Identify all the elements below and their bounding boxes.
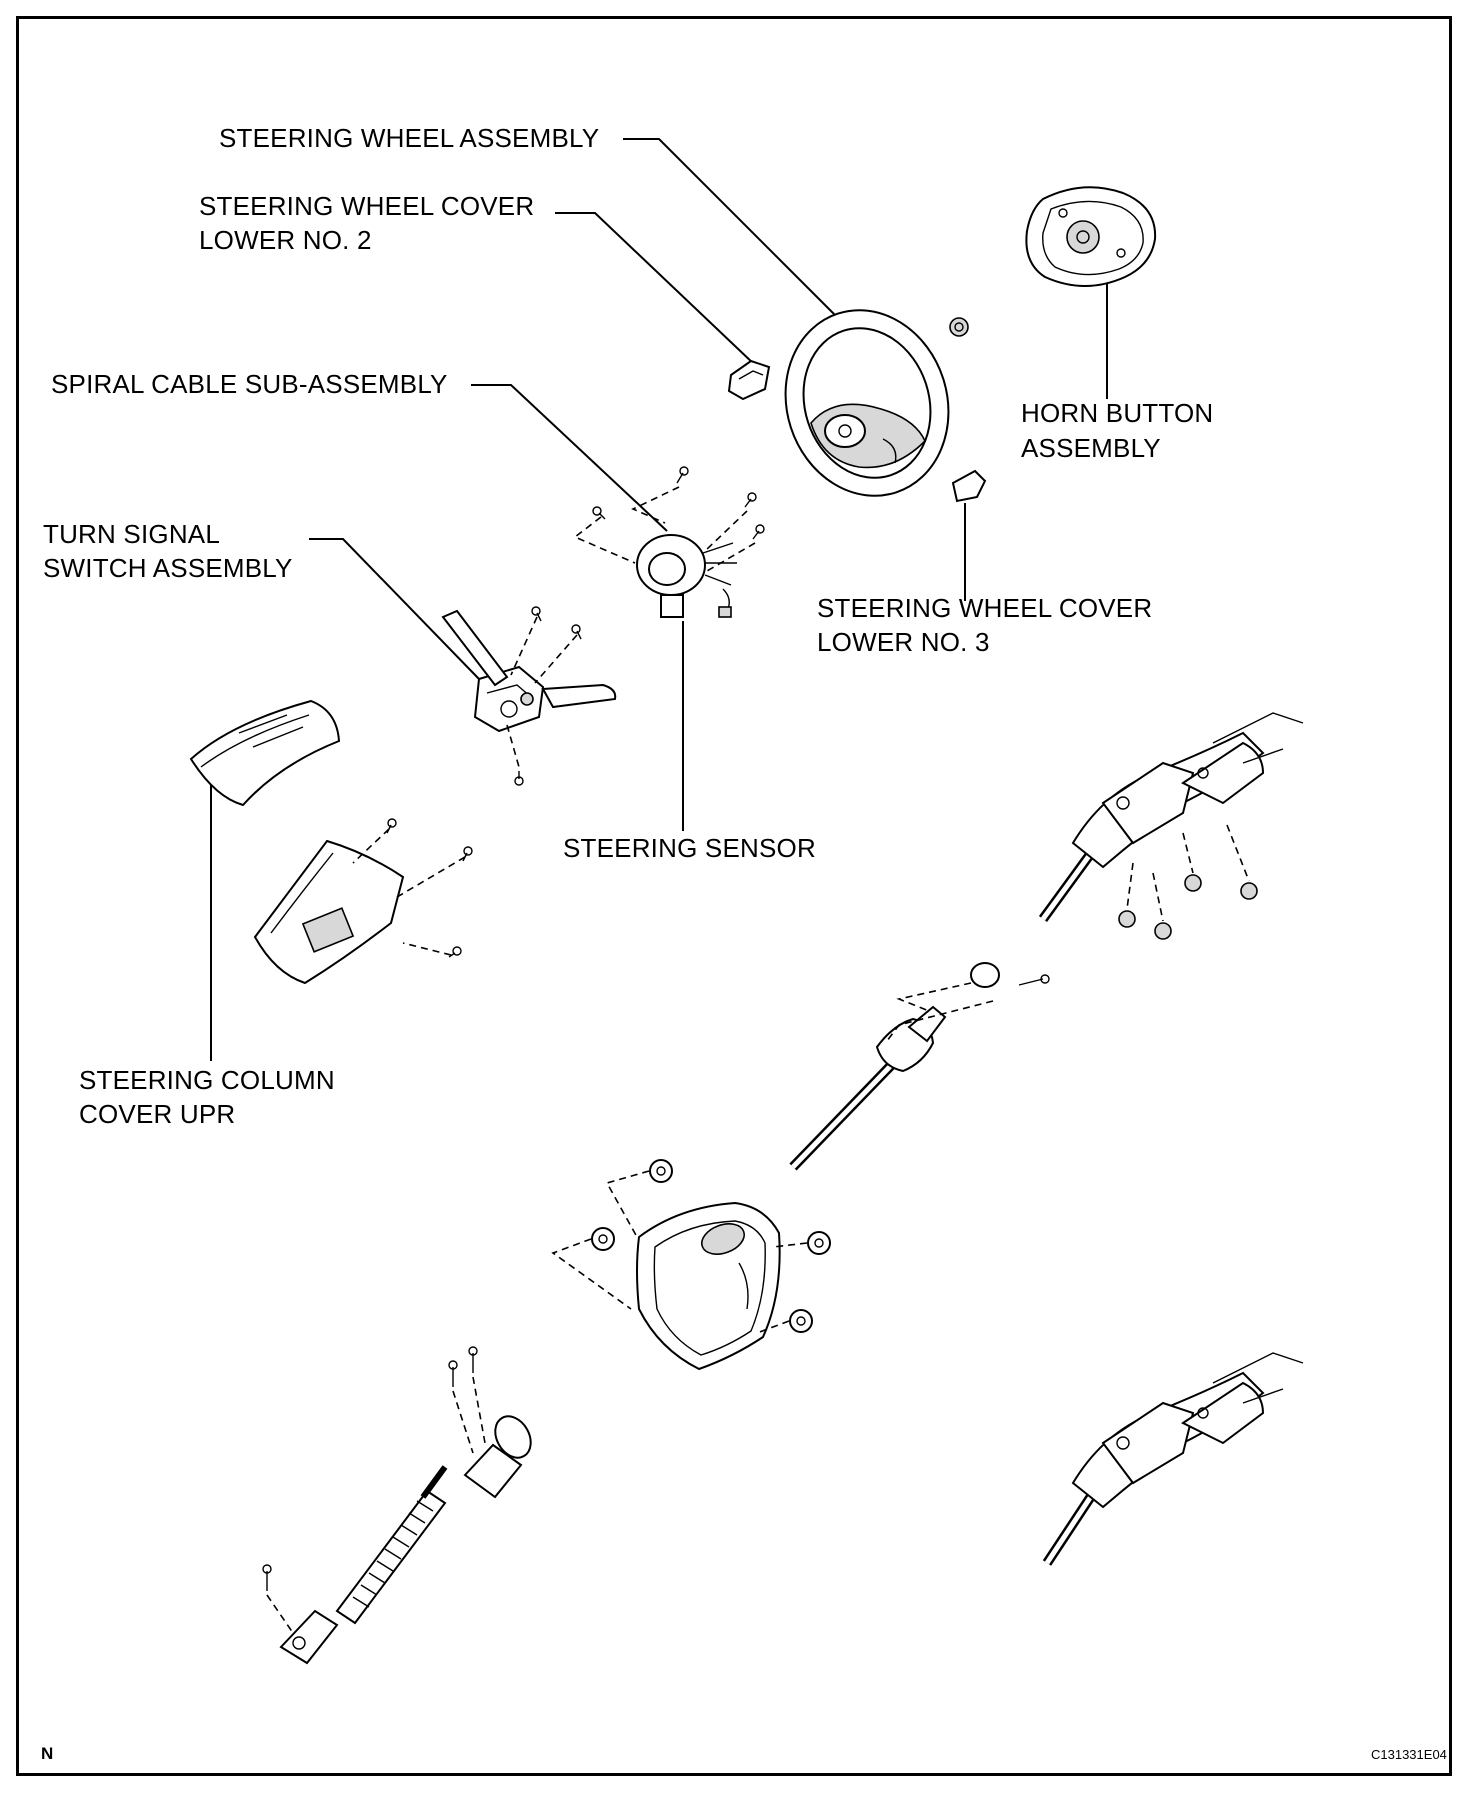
corner-mark: N — [41, 1744, 53, 1763]
label-spiral-cable: SPIRAL CABLE SUB-ASSEMBLY — [51, 369, 448, 399]
leader-cover-lower-no2 — [555, 212, 756, 366]
nut-small — [949, 317, 969, 337]
label-steering-column-cover-upr-line1: STEERING COLUMN — [79, 1065, 335, 1095]
label-horn-button-line2: ASSEMBLY — [1021, 433, 1161, 463]
label-steering-wheel-assembly: STEERING WHEEL ASSEMBLY — [219, 123, 599, 153]
hole-cover — [636, 1201, 781, 1371]
spiral-cable — [636, 534, 737, 618]
horn-button — [1025, 186, 1157, 287]
turn-signal-switch — [441, 609, 617, 733]
leader-spiral-cable — [471, 384, 668, 532]
intermediate-shaft — [789, 1005, 947, 1171]
label-steering-sensor: STEERING SENSOR — [563, 833, 816, 863]
hole-cover-grommets — [551, 1159, 831, 1334]
label-horn-button-line1: HORN BUTTON — [1021, 398, 1213, 428]
label-steering-wheel-cover-lower-no2-line1: STEERING WHEEL COVER — [199, 191, 534, 221]
illustration-code: C131331E04 — [1371, 1747, 1447, 1762]
label-steering-column-cover-upr-line2: COVER UPR — [79, 1099, 235, 1129]
column-nuts-upper — [1118, 824, 1258, 940]
shaft-bolt — [886, 962, 1050, 1042]
column-cover-screws — [352, 818, 473, 958]
label-turn-signal-line1: TURN SIGNAL — [43, 519, 220, 549]
lower-shaft-bolts — [262, 1346, 486, 1634]
column-cover-upper — [189, 699, 341, 807]
turn-signal-screws — [506, 606, 582, 786]
steering-lower-shaft — [279, 1415, 532, 1665]
cover-lower-no2 — [727, 359, 771, 401]
label-turn-signal-line2: SWITCH ASSEMBLY — [43, 553, 293, 583]
label-steering-wheel-cover-lower-no2-line2: LOWER NO. 2 — [199, 225, 372, 255]
leader-steering-wheel — [623, 138, 840, 320]
spiral-cable-screws — [573, 466, 765, 572]
steering-column-assembly-lower — [1042, 1352, 1304, 1566]
diagram-frame: STEERING WHEEL ASSEMBLY STEERING WHEEL C… — [16, 16, 1452, 1776]
leader-turn-signal — [309, 538, 480, 680]
label-steering-wheel-cover-lower-no3-line2: LOWER NO. 3 — [817, 627, 990, 657]
column-cover-lower — [253, 839, 405, 985]
steering-wheel — [784, 309, 950, 497]
steering-column-assembly-upper — [1038, 712, 1304, 922]
cover-lower-no3 — [951, 469, 987, 503]
exploded-parts-diagram: STEERING WHEEL ASSEMBLY STEERING WHEEL C… — [41, 123, 1447, 1763]
label-steering-wheel-cover-lower-no3-line1: STEERING WHEEL COVER — [817, 593, 1152, 623]
